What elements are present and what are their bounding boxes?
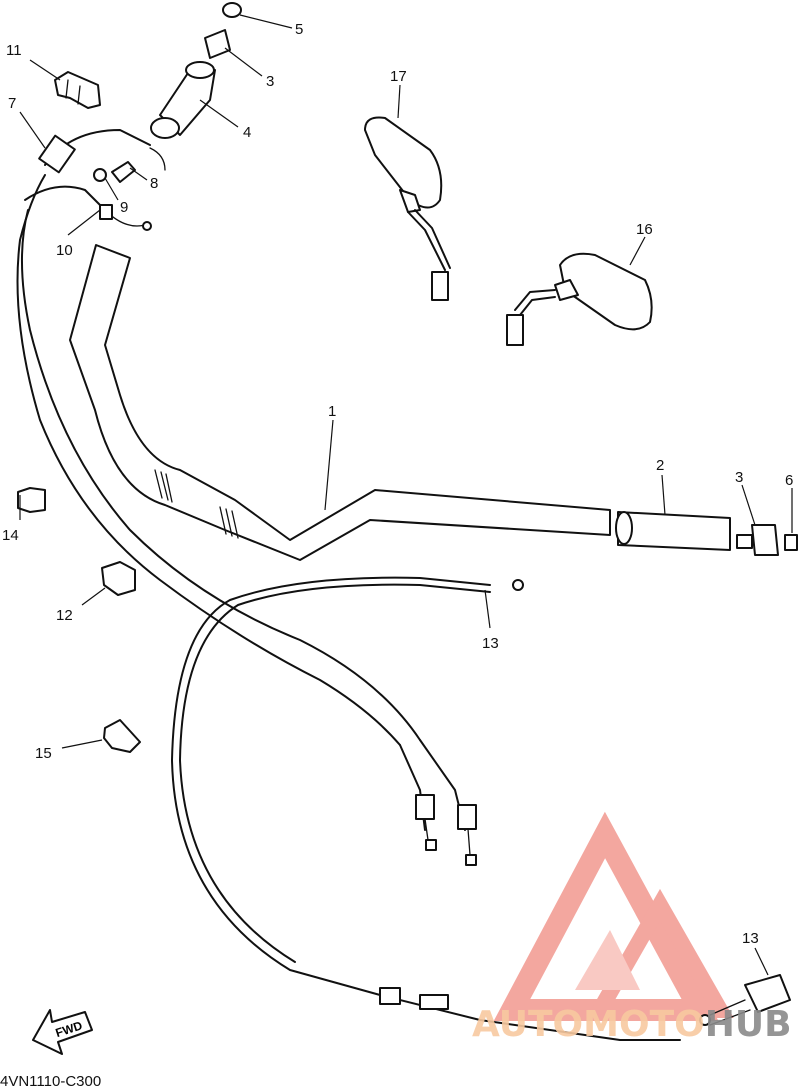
callout-13: 13 bbox=[742, 930, 759, 947]
callout-3-top: 3 bbox=[266, 73, 274, 90]
callout-17: 17 bbox=[390, 68, 407, 85]
cable-ends bbox=[399, 739, 477, 866]
callout-11: 11 bbox=[6, 42, 22, 59]
throttle-cables bbox=[16, 129, 421, 746]
callout-9: 10 bbox=[56, 242, 73, 259]
diagram-code: 4VN1110-C300 bbox=[0, 1073, 101, 1088]
switch-13 bbox=[699, 974, 791, 1026]
callout-16: 16 bbox=[636, 221, 653, 238]
leader-lines bbox=[19, 14, 793, 976]
callout-1: 1 bbox=[328, 403, 336, 420]
right-grip bbox=[615, 511, 731, 551]
grip-end-right bbox=[736, 524, 798, 556]
callout-3-right: 3 bbox=[735, 469, 743, 486]
clutch-cable bbox=[171, 576, 681, 1041]
watermark-part1: AUTOMOTO bbox=[472, 1004, 705, 1045]
fwd-arrow: FWD bbox=[32, 1009, 93, 1055]
callout-5-top: 5 bbox=[295, 21, 303, 38]
callout-4: 4 bbox=[243, 124, 251, 141]
mirror-left bbox=[364, 116, 451, 301]
throttle-grip bbox=[150, 61, 216, 139]
callout-10: 12 bbox=[56, 607, 73, 624]
callout-6: 7 bbox=[8, 95, 16, 112]
grip-end-top bbox=[204, 2, 242, 59]
callout-14: 14 bbox=[2, 527, 19, 544]
callout-5-right: 6 bbox=[785, 472, 793, 489]
callout-15: 15 bbox=[35, 745, 52, 762]
callout-8: 9 bbox=[120, 199, 128, 216]
watermark-logo bbox=[493, 811, 734, 1021]
callout-2: 2 bbox=[656, 457, 664, 474]
callout-7: 8 bbox=[150, 175, 158, 192]
clip-11 bbox=[54, 71, 101, 109]
callout-12: 13 bbox=[482, 635, 499, 652]
mirror-right bbox=[506, 252, 653, 346]
watermark-text: AUTOMOTOHUB bbox=[472, 1004, 792, 1045]
handlebar bbox=[69, 244, 611, 561]
small-parts bbox=[17, 161, 141, 753]
watermark-part2: HUB bbox=[705, 1004, 792, 1045]
